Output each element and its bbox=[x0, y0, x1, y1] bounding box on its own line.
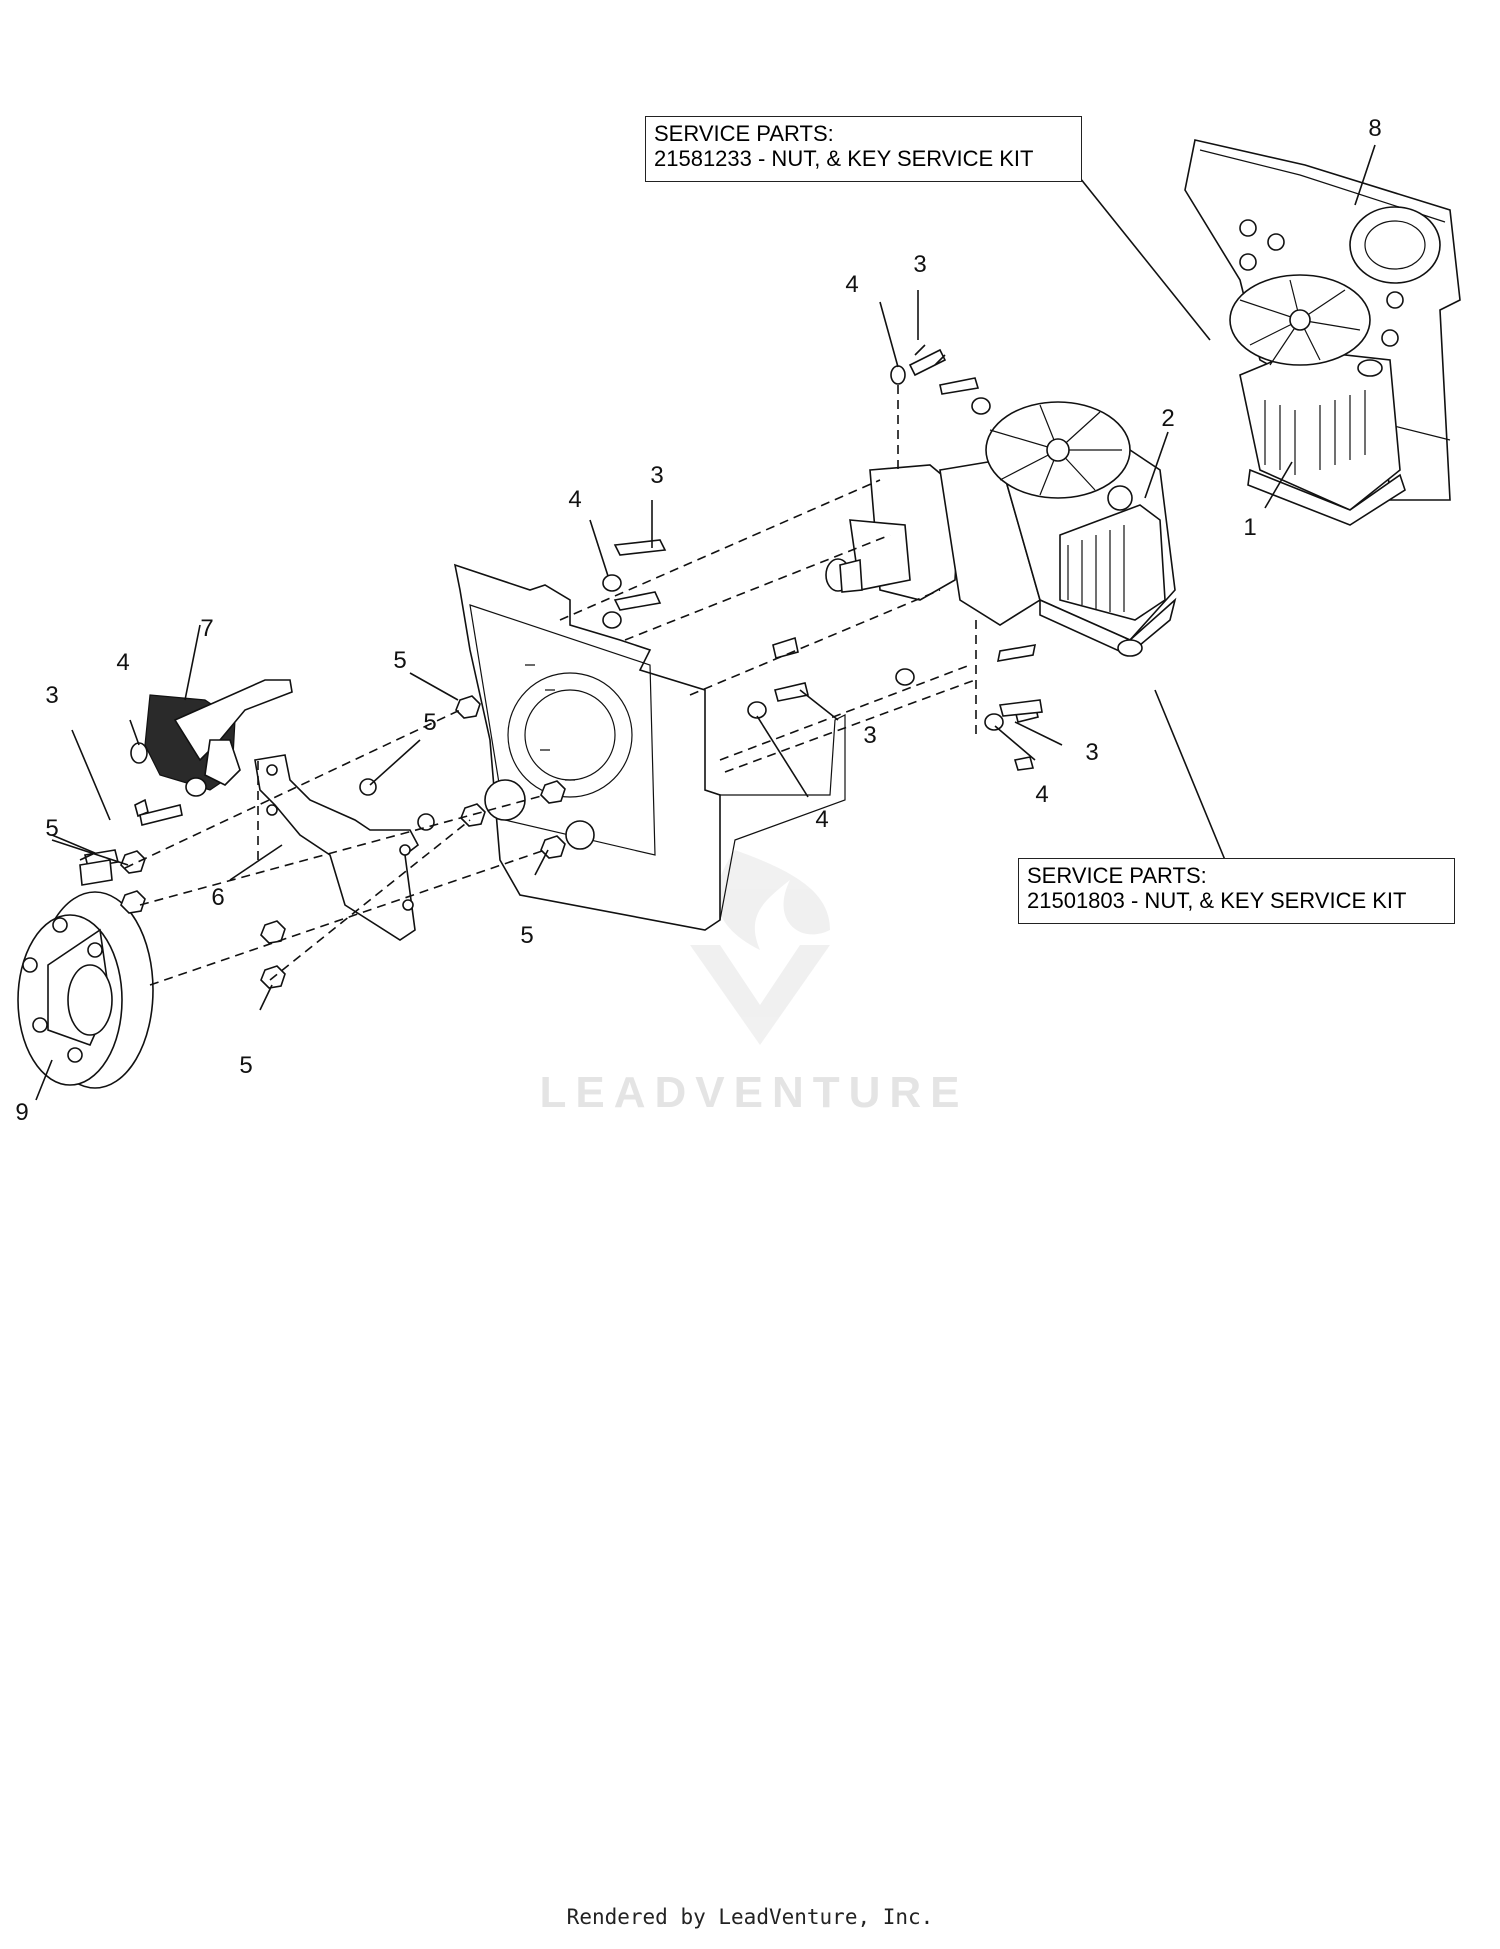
callout-4-right: 4 bbox=[1035, 781, 1048, 808]
callout-3-right: 3 bbox=[1085, 739, 1098, 766]
callout-7: 7 bbox=[200, 615, 213, 642]
watermark-logo bbox=[690, 850, 830, 1045]
service-parts-box-bottom: SERVICE PARTS: 21501803 - NUT, & KEY SER… bbox=[1018, 858, 1455, 924]
callout-5-plate-top: 5 bbox=[393, 647, 406, 674]
cooling-fan-center bbox=[985, 401, 1131, 499]
callout-8: 8 bbox=[1368, 115, 1381, 142]
callout-3-left: 3 bbox=[45, 682, 58, 709]
callout-4-mid: 4 bbox=[568, 486, 581, 513]
callout-5-bracket-bottom: 5 bbox=[239, 1052, 252, 1079]
brake-caliper bbox=[144, 679, 293, 791]
watermark-text: LEADVENTURE bbox=[539, 1068, 969, 1117]
cooling-fan-right bbox=[1229, 274, 1371, 366]
service-parts-detail: 21501803 - NUT, & KEY SERVICE KIT bbox=[1027, 888, 1407, 913]
callout-6: 6 bbox=[211, 884, 224, 911]
footer-credit: Rendered by LeadVenture, Inc. bbox=[566, 1905, 934, 1929]
transmission-exploded bbox=[825, 401, 1177, 657]
alignment-lines bbox=[124, 385, 977, 986]
bolts bbox=[79, 344, 1043, 886]
callout-5-plate-mid: 5 bbox=[423, 709, 436, 736]
callout-4-left: 4 bbox=[116, 649, 129, 676]
callout-3-top: 3 bbox=[913, 251, 926, 278]
callout-5-left: 5 bbox=[45, 815, 58, 842]
washers bbox=[130, 365, 1004, 831]
callout-1: 1 bbox=[1243, 514, 1256, 541]
callout-9: 9 bbox=[15, 1099, 28, 1126]
callout-3-mid: 3 bbox=[650, 462, 663, 489]
transmission-assembly-right bbox=[1184, 139, 1461, 526]
service-parts-title: SERVICE PARTS: bbox=[1027, 863, 1207, 888]
service-parts-detail: 21581233 - NUT, & KEY SERVICE KIT bbox=[654, 146, 1034, 171]
service-parts-box-top: SERVICE PARTS: 21581233 - NUT, & KEY SER… bbox=[645, 116, 1082, 182]
mounting-bracket-plate bbox=[453, 563, 846, 931]
callout-2: 2 bbox=[1161, 405, 1174, 432]
callout-4-lower: 4 bbox=[815, 806, 828, 833]
callout-labels: 8 1 2 3 4 3 4 3 3 4 4 5 5 5 5 5 4 3 7 6 … bbox=[15, 115, 1381, 1126]
service-parts-title: SERVICE PARTS: bbox=[654, 121, 834, 146]
callout-3-lower: 3 bbox=[863, 722, 876, 749]
callout-4-top: 4 bbox=[845, 271, 858, 298]
wheel-hub bbox=[17, 891, 154, 1089]
leader-lines bbox=[35, 144, 1376, 1101]
callout-5-plate-bottom: 5 bbox=[520, 922, 533, 949]
